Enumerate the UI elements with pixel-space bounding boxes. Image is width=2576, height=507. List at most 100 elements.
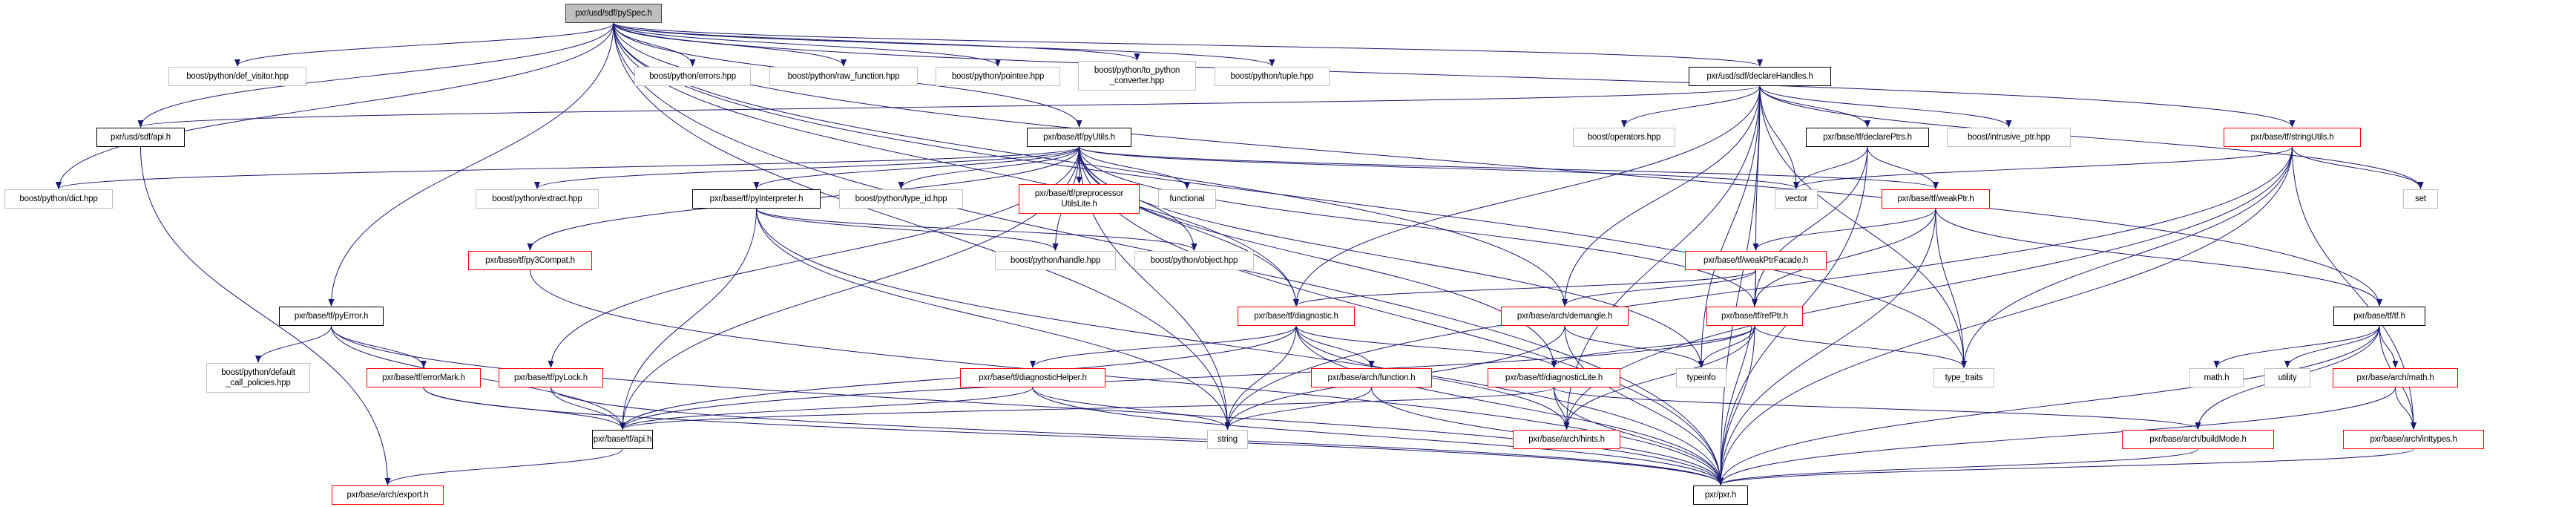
edge-demangle-to-typeinfo [1564, 325, 1704, 368]
node-pyError[interactable]: pxr/base/tf/pyError.h [279, 307, 384, 326]
node-object[interactable]: boost/python/object.hpp [1134, 251, 1254, 270]
edge-pyError-to-errorMark [331, 325, 427, 368]
node-declarePtrs[interactable]: pxr/base/tf/declarePtrs.h [1806, 128, 1929, 147]
edge-refPtr-to-diagnosticLite [1551, 325, 1755, 368]
edge-pyInterpreter-to-tf_api [620, 208, 757, 430]
node-diagnostic[interactable]: pxr/base/tf/diagnostic.h [1238, 307, 1355, 326]
edge-pyError-to-default_call [255, 325, 332, 363]
node-vector[interactable]: vector [1775, 189, 1818, 209]
edge-diagnostic-to-diagnosticLite [1295, 325, 1557, 368]
node-default-call[interactable]: boost/python/default _call_policies.hpp [206, 363, 310, 393]
node-errorMark[interactable]: pxr/base/tf/errorMark.h [367, 368, 481, 387]
node-typeinfo[interactable]: typeinfo [1676, 368, 1726, 387]
node-diagnosticLite[interactable]: pxr/base/tf/diagnosticLite.h [1488, 368, 1620, 387]
node-pyInterpreter[interactable]: pxr/base/tf/pyInterpreter.h [692, 189, 821, 209]
edge-pyUtils-to-weakPtr [1079, 146, 1939, 189]
node-diagnosticHelper[interactable]: pxr/base/tf/diagnosticHelper.h [960, 368, 1105, 387]
edge-demangle-to-pxr [1564, 325, 1724, 485]
node-tf-h[interactable]: pxr/base/tf/tf.h [2333, 307, 2425, 326]
edge-declareHandles-to-intrusive_ptr [1759, 85, 2012, 128]
edge-pyLock-to-tf_api [551, 387, 625, 430]
node-stringUtils[interactable]: pxr/base/tf/stringUtils.h [2224, 128, 2361, 147]
edge-pySpec-to-pointee [613, 22, 1001, 67]
edge-declarePtrs-to-refPtr [1752, 146, 1868, 307]
edge-pySpec-to-pyError [328, 22, 614, 307]
edge-diagnosticLite-to-hints [1554, 387, 1570, 430]
edge-diagnosticLite-to-pxr [1554, 387, 1724, 485]
edge-function-to-string [1224, 387, 1372, 430]
node-def-visitor[interactable]: boost/python/def_visitor.hpp [168, 67, 306, 86]
node-hints[interactable]: pxr/base/arch/hints.h [1513, 430, 1620, 449]
node-tuple[interactable]: boost/python/tuple.hpp [1215, 67, 1330, 86]
node-operators[interactable]: boost/operators.hpp [1573, 128, 1675, 147]
edge-pySpec-to-sdf_api [137, 22, 614, 128]
node-demangle[interactable]: pxr/base/arch/demangle.h [1501, 307, 1629, 326]
node-type-traits[interactable]: type_traits [1933, 368, 1994, 387]
node-to-python[interactable]: boost/python/to_python _converter.hpp [1078, 61, 1196, 91]
node-string[interactable]: string [1207, 430, 1248, 449]
edge-pyUtils-to-functional [1079, 146, 1190, 189]
edge-diagnosticHelper-to-string [1032, 387, 1231, 430]
edge-pySpec-to-tuple [613, 22, 1275, 67]
node-handle[interactable]: boost/python/handle.hpp [995, 251, 1116, 270]
node-arch-math[interactable]: pxr/base/arch/math.h [2333, 368, 2458, 387]
edge-pyUtils-to-vector [1079, 146, 1799, 189]
edge-tf_api-to-export [384, 448, 623, 485]
edge-refPtr-to-type_traits [1754, 325, 1967, 368]
node-pyUtils[interactable]: pxr/base/tf/pyUtils.h [1027, 128, 1131, 147]
edge-weakPtrFacade-to-demangle [1562, 269, 1756, 307]
node-intrusive-ptr[interactable]: boost/intrusive_ptr.hpp [1947, 128, 2071, 147]
edge-diagnostic-to-diagnosticHelper [1030, 325, 1297, 368]
node-math-h[interactable]: math.h [2189, 368, 2244, 387]
edge-declareHandles-to-set [1759, 85, 2424, 189]
edge-arch_math-to-pxr [1718, 387, 2396, 485]
edge-pySpec-to-string [613, 22, 1231, 430]
node-declareHandles[interactable]: pxr/usd/sdf/declareHandles.h [1689, 67, 1831, 86]
edge-declareHandles-to-sdf_api [138, 85, 1761, 128]
node-weakPtr[interactable]: pxr/base/tf/weakPtr.h [1882, 189, 1990, 209]
node-inttypes[interactable]: pxr/base/arch/inttypes.h [2343, 430, 2484, 449]
node-raw-function[interactable]: boost/python/raw_function.hpp [769, 67, 918, 86]
node-sdf-api[interactable]: pxr/usd/sdf/api.h [96, 128, 185, 147]
edge-py3Compat-to-pxr [530, 269, 1724, 485]
node-pxr[interactable]: pxr/pxr.h [1693, 485, 1748, 505]
node-pyLock[interactable]: pxr/base/tf/pyLock.h [499, 368, 603, 387]
node-py3Compat[interactable]: pxr/base/tf/py3Compat.h [468, 251, 592, 270]
edge-pyUtils-to-pyInterpreter [753, 146, 1080, 189]
node-type-id[interactable]: boost/python/type_id.hpp [839, 189, 963, 209]
edge-declareHandles-to-type_traits [1759, 85, 1967, 368]
edge-refPtr-to-hints [1563, 325, 1755, 430]
node-preprocessor[interactable]: pxr/base/tf/preprocessor UtilsLite.h [1019, 184, 1140, 214]
node-tf-api[interactable]: pxr/base/tf/api.h [592, 430, 653, 449]
edge-pySpec-to-type_traits [613, 22, 1967, 368]
node-dict[interactable]: boost/python/dict.hpp [4, 189, 113, 209]
edge-pyInterpreter-to-pxr [756, 208, 1724, 485]
node-pointee[interactable]: boost/python/pointee.hpp [936, 67, 1060, 86]
node-utility[interactable]: utility [2264, 368, 2310, 387]
edge-declareHandles-to-operators [1621, 85, 1761, 128]
edge-weakPtr-to-weakPtrFacade [1752, 208, 1936, 251]
node-pySpec[interactable]: pxr/usd/sdf/pySpec.h [565, 4, 662, 23]
edge-diagnosticLite-to-buildMode [1554, 387, 2201, 430]
node-weakPtrFacade[interactable]: pxr/base/tf/weakPtrFacade.h [1685, 251, 1827, 270]
edge-diagnosticHelper-to-pxr [1032, 387, 1724, 485]
edge-pyInterpreter-to-string [756, 208, 1231, 430]
node-refPtr[interactable]: pxr/base/tf/refPtr.h [1706, 307, 1803, 326]
edge-stringUtils-to-set [2292, 146, 2424, 189]
node-export[interactable]: pxr/base/arch/export.h [332, 485, 444, 505]
edge-pyUtils-to-refPtr [1079, 146, 1758, 307]
node-functional[interactable]: functional [1158, 189, 1216, 209]
node-buildMode[interactable]: pxr/base/arch/buildMode.h [2122, 430, 2274, 449]
edge-pySpec-to-dict [56, 22, 614, 189]
edge-stringUtils-to-type_traits [1961, 146, 2293, 368]
edge-buildMode-to-pxr [1718, 448, 2198, 485]
edge-pySpec-to-def_visitor [234, 22, 614, 67]
node-errors[interactable]: boost/python/errors.hpp [634, 67, 751, 86]
node-extract[interactable]: boost/python/extract.hpp [476, 189, 599, 209]
edge-declareHandles-to-vector [1759, 85, 1799, 189]
node-function[interactable]: pxr/base/arch/function.h [1311, 368, 1432, 387]
node-set[interactable]: set [2403, 189, 2438, 209]
edge-pyInterpreter-to-handle [756, 208, 1059, 251]
edge-stringUtils-to-pxr [1718, 146, 2293, 485]
